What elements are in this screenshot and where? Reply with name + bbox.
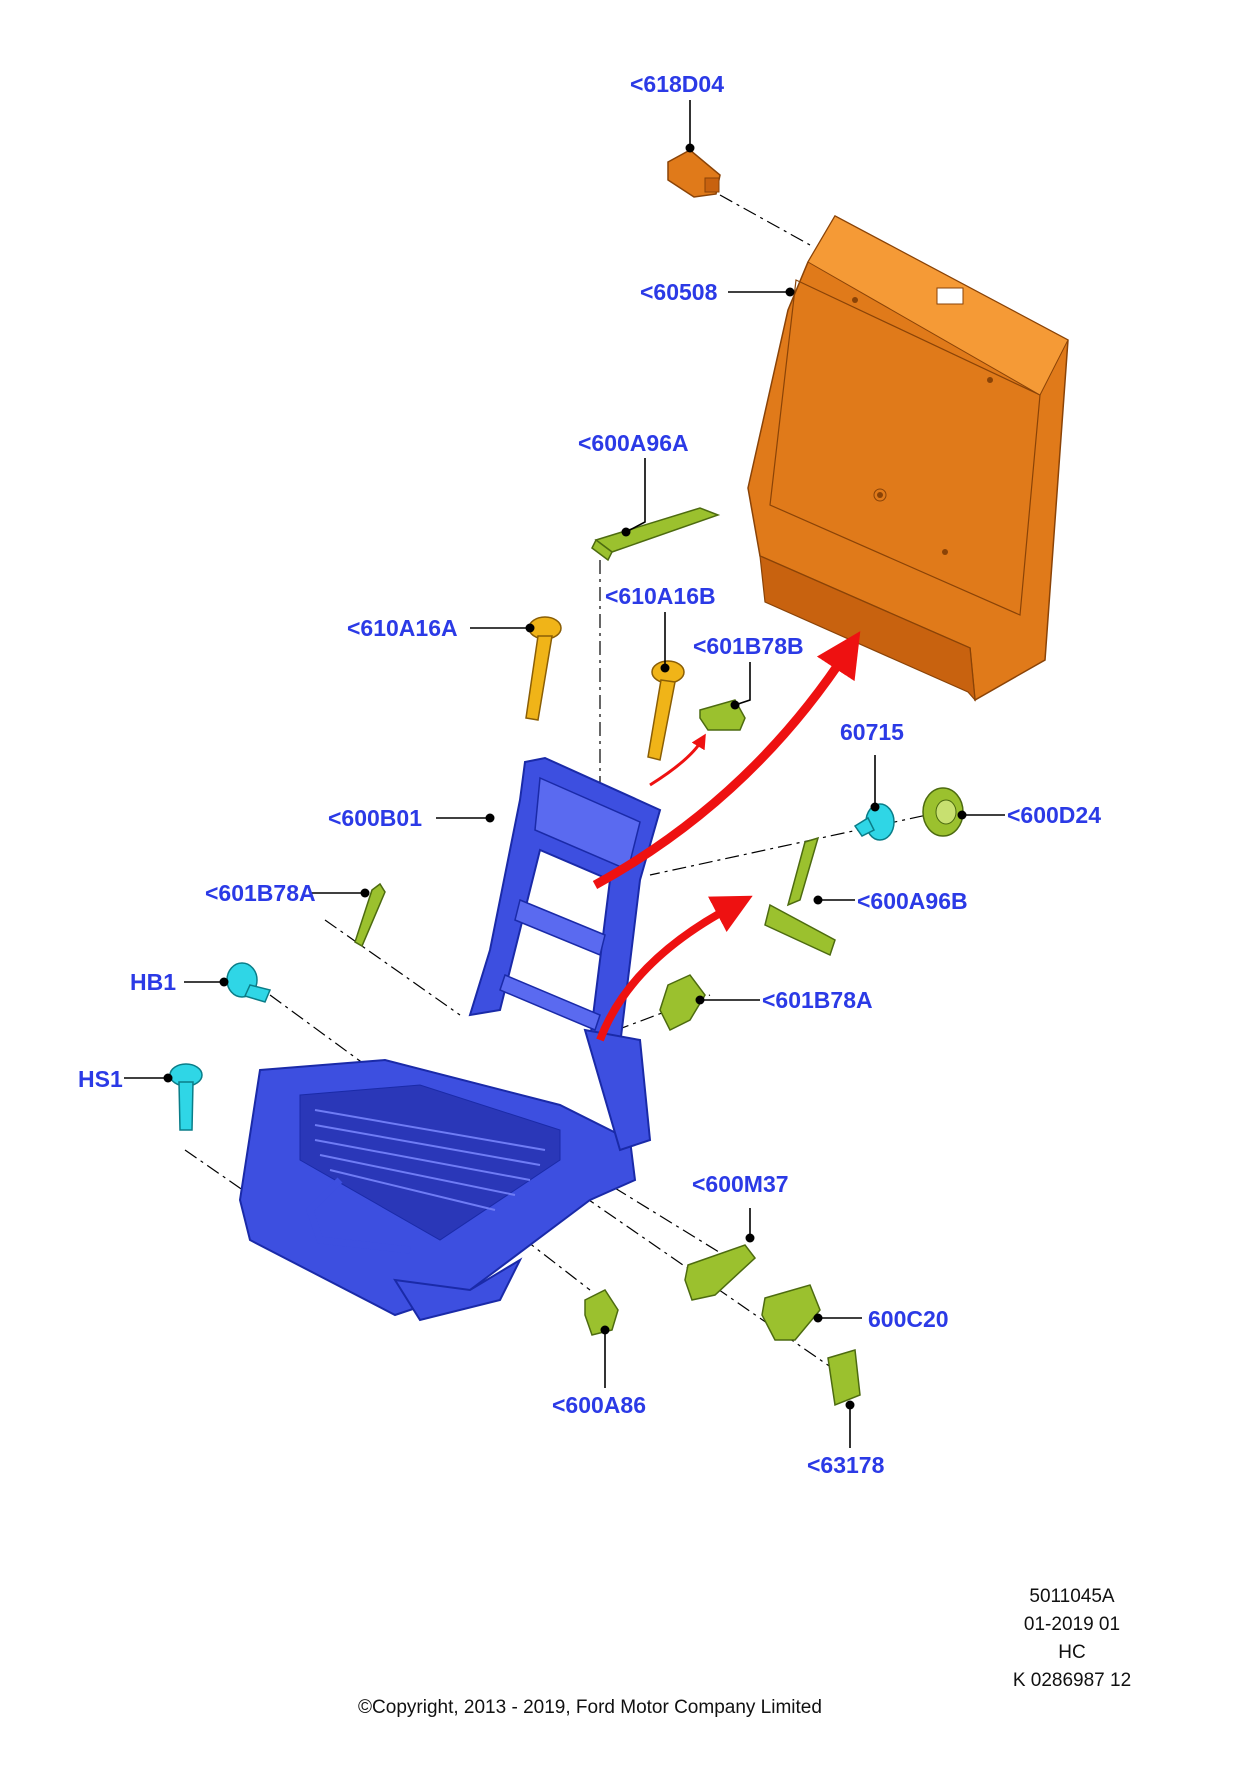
seatback-frame[interactable]	[468, 756, 662, 1057]
info-line-2: 01-2019 01	[1024, 1614, 1120, 1635]
leader-lines	[124, 100, 1005, 1448]
callout-600M37[interactable]: <600M37	[692, 1171, 789, 1197]
bracket-600A96A[interactable]	[591, 507, 721, 562]
callout-600C20[interactable]: 600C20	[868, 1306, 949, 1332]
part-60715[interactable]	[853, 803, 895, 841]
bracket-600C20[interactable]	[761, 1284, 821, 1341]
bracket-600A96B[interactable]	[764, 836, 836, 957]
callout-610A16B[interactable]: <610A16B	[605, 583, 716, 609]
clip-601B78A-right[interactable]	[659, 974, 706, 1032]
part-618D04[interactable]	[667, 149, 721, 198]
screw-HS1[interactable]	[169, 1063, 203, 1131]
callout-HS1[interactable]: HS1	[78, 1066, 123, 1092]
callout-601B78A-left[interactable]: <601B78A	[205, 880, 316, 906]
washer-600D24[interactable]	[922, 787, 964, 837]
bracket-600M37[interactable]	[684, 1244, 757, 1301]
callout-60715[interactable]: 60715	[840, 719, 904, 745]
copyright-text: ©Copyright, 2013 - 2019, Ford Motor Comp…	[358, 1697, 822, 1718]
backrest-panel[interactable]	[747, 214, 1069, 702]
callout-60508[interactable]: <60508	[640, 279, 718, 305]
seat-cushion-frame[interactable]	[238, 1028, 652, 1322]
bracket-63178[interactable]	[827, 1349, 861, 1407]
clip-601B78A-left[interactable]	[354, 882, 386, 948]
motion-arrows	[592, 631, 861, 1042]
callout-610A16A[interactable]: <610A16A	[347, 615, 458, 641]
callout-labels: <618D04 <60508 <600A96A <610A16B <610A16…	[78, 71, 1101, 1478]
callout-HB1[interactable]: HB1	[130, 969, 176, 995]
info-line-3: HC	[1058, 1642, 1085, 1663]
bracket-600A86[interactable]	[584, 1289, 619, 1336]
info-line-1: 5011045A	[1029, 1586, 1115, 1607]
callout-600D24[interactable]: <600D24	[1007, 802, 1101, 828]
drawing-info: 5011045A 01-2019 01 HC K 0286987 12 ©Cop…	[358, 1586, 1131, 1718]
callout-601B78A-right[interactable]: <601B78A	[762, 987, 873, 1013]
callout-63178[interactable]: <63178	[807, 1452, 885, 1478]
info-line-4: K 0286987 12	[1013, 1670, 1131, 1691]
bolt-610A16B[interactable]	[647, 660, 685, 761]
callout-618D04[interactable]: <618D04	[630, 71, 724, 97]
callout-600A86[interactable]: <600A86	[552, 1392, 646, 1418]
bolt-610A16A[interactable]	[525, 616, 562, 721]
callout-600A96B[interactable]: <600A96B	[857, 888, 968, 914]
callout-600B01[interactable]: <600B01	[328, 805, 422, 831]
callout-601B78B[interactable]: <601B78B	[693, 633, 804, 659]
callout-600A96A[interactable]: <600A96A	[578, 430, 689, 456]
bolt-HB1[interactable]	[226, 962, 272, 1003]
